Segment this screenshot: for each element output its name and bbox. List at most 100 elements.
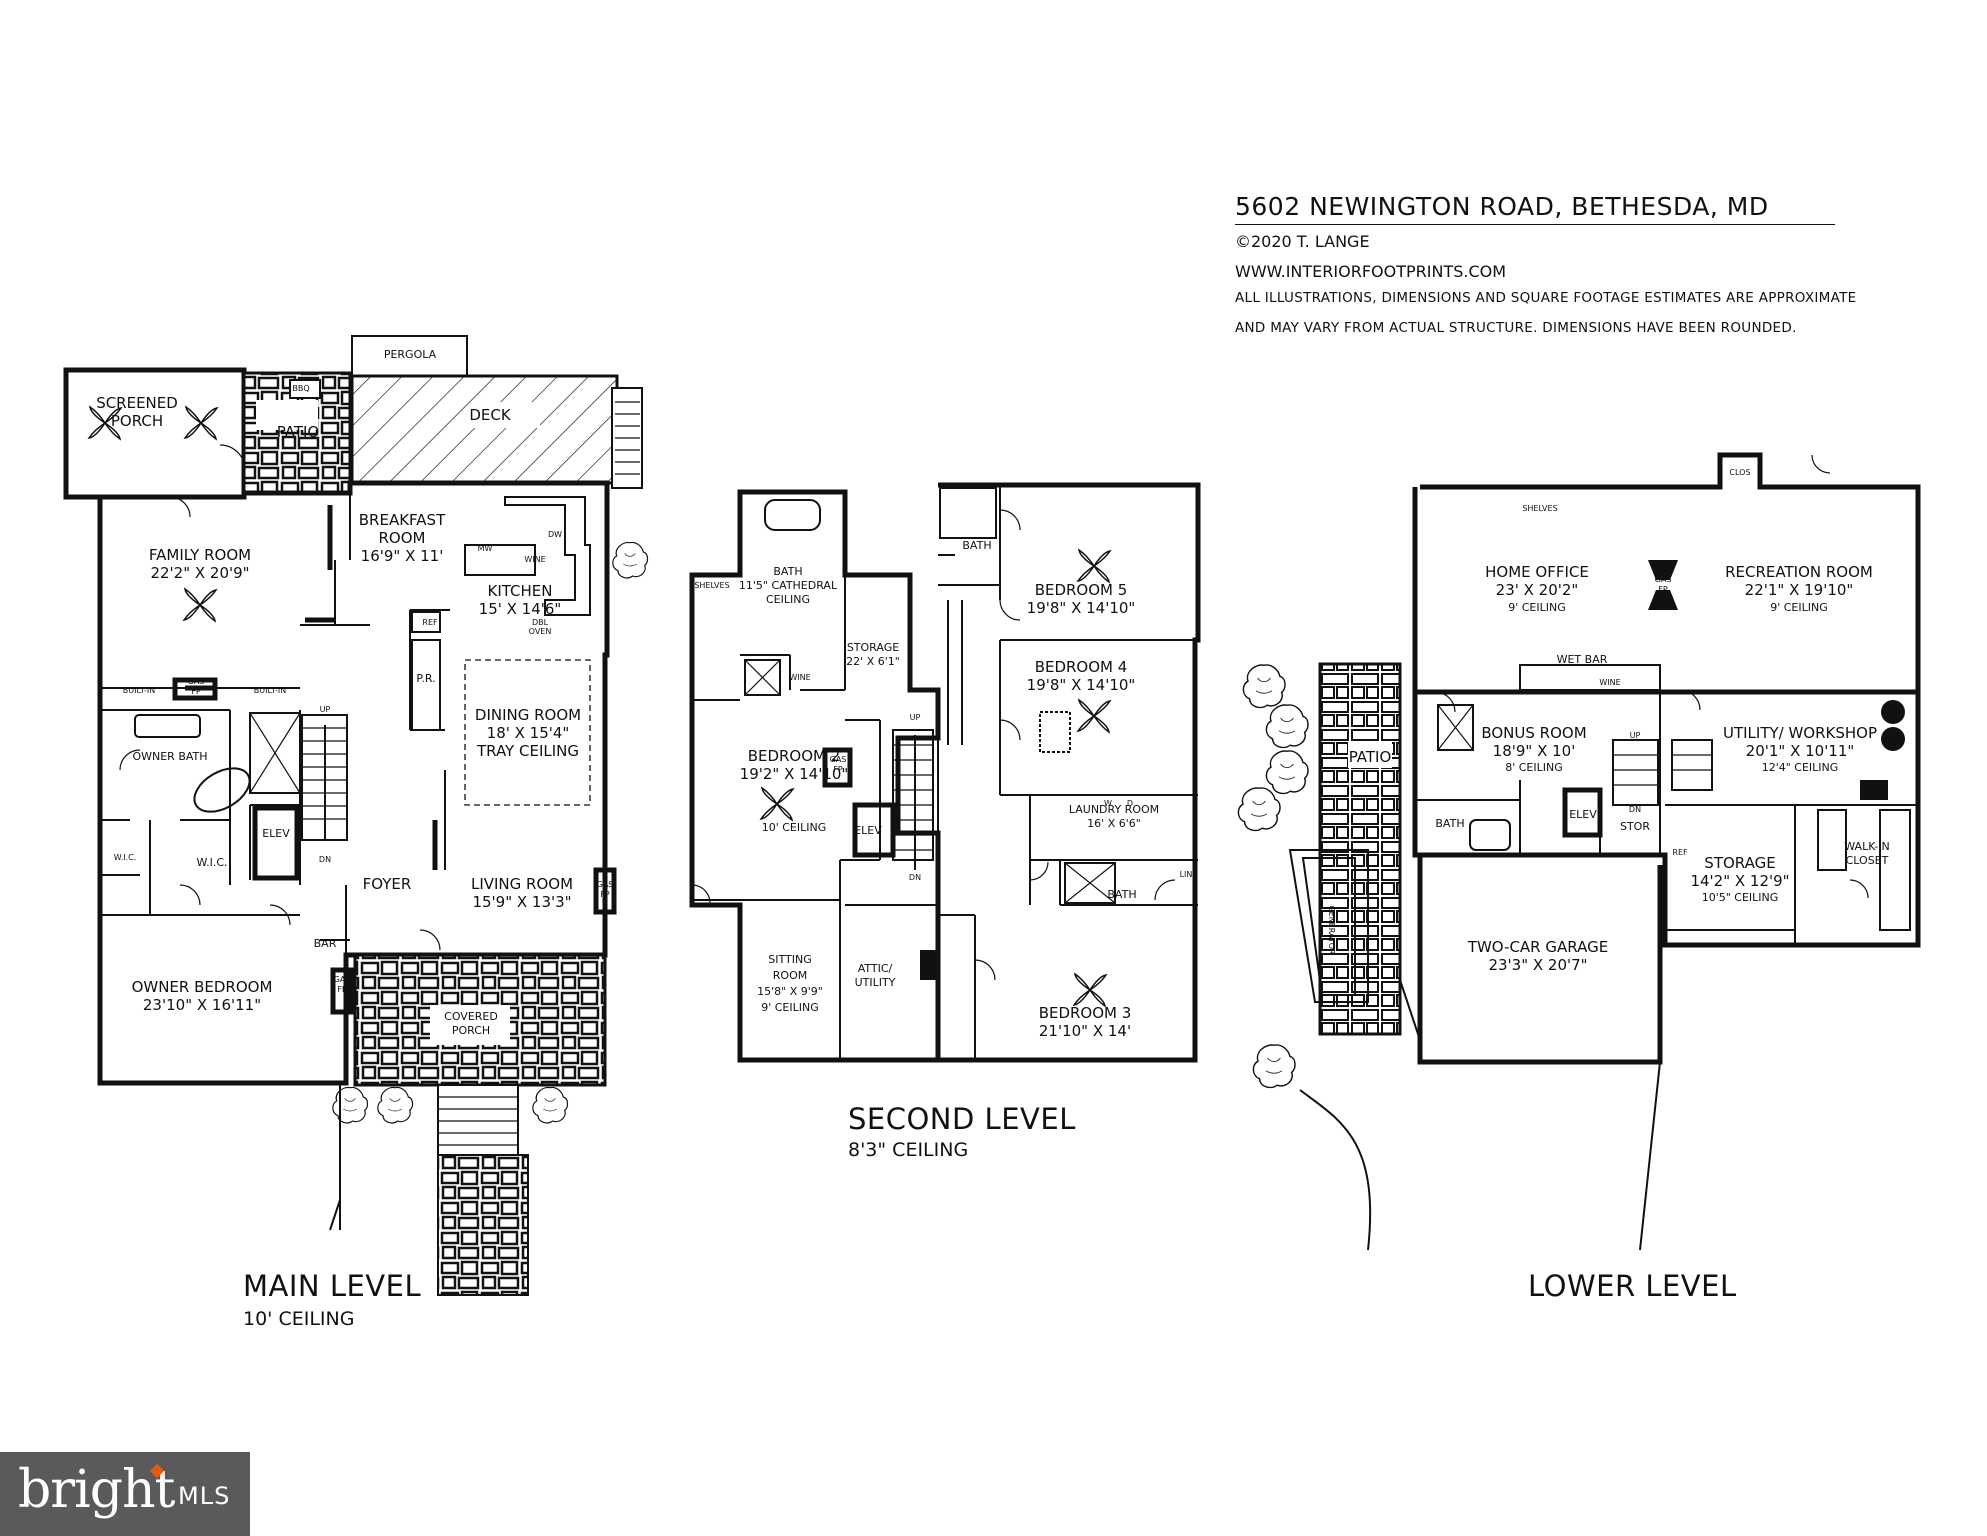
second-east-wing (938, 482, 1201, 1063)
svg-text:DW: DW (548, 530, 562, 539)
svg-text:BEDROOM 419'8" X 14'10": BEDROOM 419'8" X 14'10" (1027, 658, 1136, 694)
copyright: ©2020 T. LANGE (1235, 232, 1370, 251)
svg-text:ELEV: ELEV (262, 827, 290, 840)
ceiling-fan-icon (183, 588, 217, 622)
svg-text:BAR: BAR (314, 937, 337, 950)
ceiling-fan-icon (760, 787, 794, 821)
svg-text:BATH: BATH (962, 539, 991, 552)
patio-label: PATIO (277, 423, 320, 441)
title-divider (1235, 224, 1835, 225)
website-link[interactable]: WWW.INTERIORFOOTPRINTS.COM (1235, 262, 1507, 281)
svg-text:MW: MW (478, 544, 493, 553)
ceiling-fan-icon (1073, 973, 1107, 1007)
svg-text:FOYER: FOYER (363, 875, 412, 893)
svg-text:SHELVES: SHELVES (694, 581, 729, 590)
svg-text:BEDROOM 321'10" X 14': BEDROOM 321'10" X 14' (1039, 1004, 1132, 1040)
ceiling-fan-icon (1077, 549, 1111, 583)
svg-text:W.I.C.: W.I.C. (114, 853, 137, 862)
second-level-ceiling: 8'3" CEILING (848, 1139, 969, 1161)
main-level-title: MAIN LEVEL (243, 1269, 422, 1303)
svg-text:10'5" CEILING: 10'5" CEILING (1702, 891, 1779, 904)
svg-text:SHELVES: SHELVES (1522, 504, 1557, 513)
svg-text:ELEV: ELEV (854, 824, 882, 837)
svg-text:D: D (1127, 799, 1133, 808)
tree-icon (1252, 1044, 1296, 1089)
svg-text:W: W (1104, 799, 1112, 808)
svg-text:REF: REF (1672, 848, 1688, 857)
svg-text:DECK: DECK (469, 406, 512, 424)
title-block: 5602 NEWINGTON ROAD, BETHESDA, MD ©2020 … (1235, 192, 1935, 343)
svg-text:WINE: WINE (1599, 678, 1620, 687)
disclaimer-line-2: AND MAY VARY FROM ACTUAL STRUCTURE. DIME… (1235, 320, 1797, 336)
front-walkway (437, 1154, 529, 1296)
lower-level-title: LOWER LEVEL (1528, 1269, 1737, 1303)
property-address: 5602 NEWINGTON ROAD, BETHESDA, MD (1235, 192, 1769, 221)
logo-bright-text: bright (18, 1460, 175, 1520)
svg-text:W.I.C.: W.I.C. (196, 856, 227, 869)
tray-ceiling-outline (464, 659, 591, 806)
svg-text:WET BAR: WET BAR (1557, 653, 1608, 666)
shrub-icon (532, 1086, 569, 1124)
shrub-icon (612, 541, 649, 579)
svg-text:BEDROOM 219'2" X 14'10": BEDROOM 219'2" X 14'10" (740, 747, 849, 783)
ceiling-fan-icon (184, 406, 218, 440)
main-level-ceiling: 10' CEILING (243, 1308, 355, 1330)
tree-icon (1237, 787, 1281, 832)
tree-icon (1265, 704, 1309, 749)
svg-text:9' CEILING: 9' CEILING (1508, 601, 1566, 614)
svg-text:BATH: BATH (1107, 888, 1136, 901)
svg-text:9' CEILING: 9' CEILING (1770, 601, 1828, 614)
lower-middle-outline (1412, 692, 1921, 948)
svg-text:REF: REF (422, 618, 438, 627)
svg-text:UP: UP (320, 705, 331, 714)
svg-text:WINE: WINE (524, 555, 545, 564)
svg-text:BUILT-IN: BUILT-IN (123, 686, 155, 695)
second-level-title: SECOND LEVEL (848, 1102, 1076, 1136)
svg-text:GENERATOR: GENERATOR (1327, 905, 1336, 955)
garage-outline (1417, 855, 1663, 1065)
shrub-icon (332, 1086, 369, 1124)
svg-text:WINE: WINE (789, 673, 810, 682)
svg-text:UP: UP (1630, 731, 1641, 740)
svg-text:CLOS: CLOS (1729, 468, 1750, 477)
svg-text:LIN: LIN (1180, 870, 1193, 879)
disclaimer-line-1: ALL ILLUSTRATIONS, DIMENSIONS AND SQUARE… (1235, 290, 1857, 306)
svg-text:DN: DN (909, 873, 921, 882)
svg-text:P.R.: P.R. (416, 672, 435, 685)
lower-upper-outline (1412, 452, 1921, 695)
lower-elevator (1562, 787, 1603, 838)
main-house-outline (97, 480, 610, 1086)
svg-text:BEDROOM 519'8" X 14'10": BEDROOM 519'8" X 14'10" (1027, 581, 1136, 617)
deck-hatched (350, 374, 619, 485)
ceiling-fan-icon (1077, 699, 1111, 733)
tree-icon (1265, 750, 1309, 795)
svg-text:DN: DN (1629, 805, 1641, 814)
svg-text:10' CEILING: 10' CEILING (762, 821, 827, 834)
logo-mls-text: MLS (178, 1482, 231, 1510)
svg-text:DN: DN (319, 855, 331, 864)
svg-text:12'4" CEILING: 12'4" CEILING (1762, 761, 1839, 774)
